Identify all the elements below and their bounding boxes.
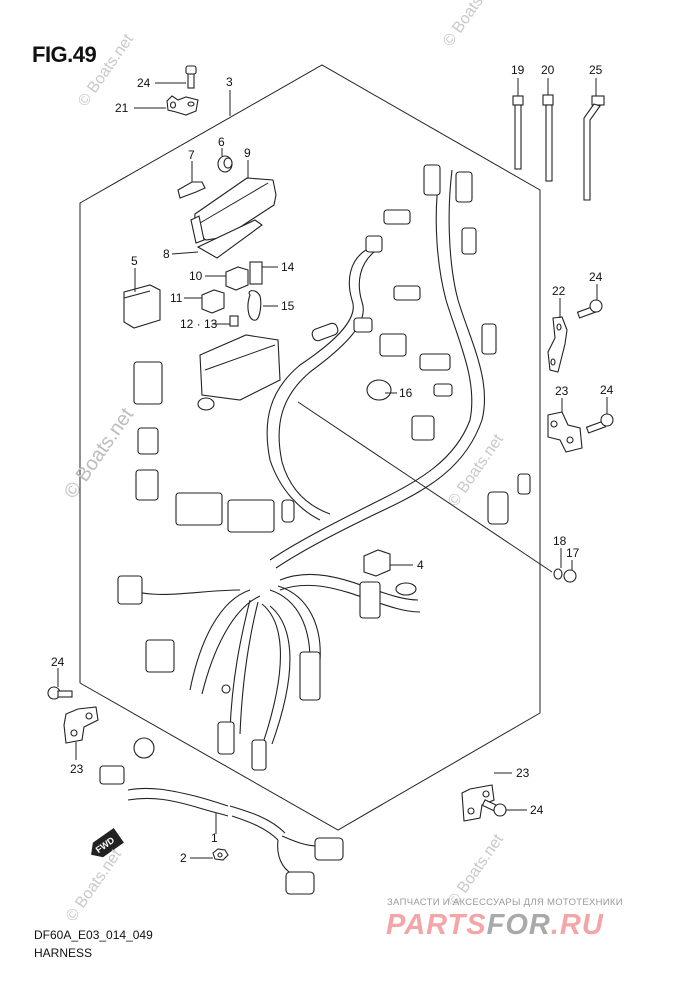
- leader-to-washer: [297, 401, 553, 573]
- relay-11[interactable]: [201, 289, 225, 314]
- assembly-outline: [79, 64, 541, 831]
- washer-18[interactable]: [553, 568, 563, 580]
- bolt-24-right-upper[interactable]: [576, 299, 603, 319]
- callout-24-top: 24: [137, 76, 151, 90]
- bracket-21[interactable]: [166, 95, 199, 116]
- callout-23-bottom: 23: [516, 766, 530, 780]
- callout-11: 11: [170, 291, 183, 305]
- callout-23-right: 23: [555, 384, 569, 398]
- callout-1: 1: [211, 831, 218, 845]
- cap-4[interactable]: [363, 549, 417, 596]
- figure-code: DF60A_E03_014_049: [34, 928, 153, 942]
- callout-15: 15: [281, 299, 295, 313]
- callout-4: 4: [417, 558, 424, 572]
- callout-6: 6: [218, 135, 225, 149]
- callout-21: 21: [115, 101, 129, 115]
- cable-tie-20[interactable]: [542, 94, 554, 182]
- callout-10: 10: [189, 269, 203, 283]
- bolt-24-right-lower[interactable]: [585, 413, 614, 434]
- seal-8[interactable]: [196, 219, 263, 259]
- relay-10[interactable]: [225, 266, 249, 291]
- leader-8: [171, 251, 199, 255]
- fuse-12-13[interactable]: [229, 315, 239, 327]
- promo-brand-logo[interactable]: PARTSFOR.RU: [386, 909, 604, 942]
- clamp-23-right[interactable]: [547, 411, 583, 453]
- cable-tie-19[interactable]: [512, 95, 524, 170]
- promo-subtitle: ЗАПЧАСТИ И АКСЕССУАРЫ ДЛЯ МОТОТЕХНИКИ: [387, 897, 623, 908]
- promo-brand-part3: .RU: [550, 909, 604, 941]
- bolt-24-bottom[interactable]: [481, 799, 507, 817]
- callout-24-right-lower: 24: [600, 383, 614, 397]
- callout-25: 25: [589, 63, 603, 77]
- nut-17[interactable]: [563, 569, 577, 583]
- promo-brand-part1: PARTS: [386, 909, 487, 941]
- sub-harness-1[interactable]: [99, 737, 344, 895]
- callout-16: 16: [399, 386, 413, 400]
- callout-20: 20: [541, 63, 555, 77]
- clamp-23-left[interactable]: [63, 706, 99, 744]
- callout-14: 14: [281, 260, 295, 274]
- relay-5[interactable]: [123, 284, 161, 329]
- callout-12-13: 12 · 13: [180, 317, 218, 331]
- callout-19: 19: [511, 63, 525, 77]
- bolt-24-top[interactable]: [185, 65, 197, 89]
- callout-24-bottom: 24: [530, 803, 544, 817]
- main-harness-3[interactable]: [117, 164, 531, 771]
- cable-tie-25[interactable]: [583, 95, 605, 201]
- clamp-22[interactable]: [547, 316, 568, 373]
- figure-name: HARNESS: [34, 946, 93, 960]
- grommet-6[interactable]: [217, 155, 233, 173]
- callout-24-left: 24: [51, 655, 65, 669]
- clip-7[interactable]: [177, 181, 206, 199]
- figure-title: FIG.49: [32, 42, 97, 67]
- callout-9: 9: [244, 146, 251, 160]
- callout-7: 7: [188, 148, 195, 162]
- callout-2: 2: [180, 851, 187, 865]
- bolt-24-left[interactable]: [47, 686, 73, 700]
- clamp-23-bottom[interactable]: [461, 784, 495, 822]
- fuse-box-cover-9[interactable]: [190, 177, 277, 244]
- nut-2[interactable]: [212, 848, 229, 861]
- callout-8: 8: [163, 247, 170, 261]
- callout-24-right-upper: 24: [589, 270, 603, 284]
- promo-brand-part2: FOR: [486, 909, 551, 941]
- callout-3: 3: [226, 75, 233, 89]
- fuse-puller-14[interactable]: [249, 261, 263, 285]
- callout-18: 18: [553, 534, 567, 548]
- cap-15[interactable]: [247, 290, 262, 321]
- callout-5: 5: [131, 254, 138, 268]
- callout-17: 17: [566, 546, 580, 560]
- callout-23-left: 23: [70, 762, 84, 776]
- callout-22: 22: [552, 284, 566, 298]
